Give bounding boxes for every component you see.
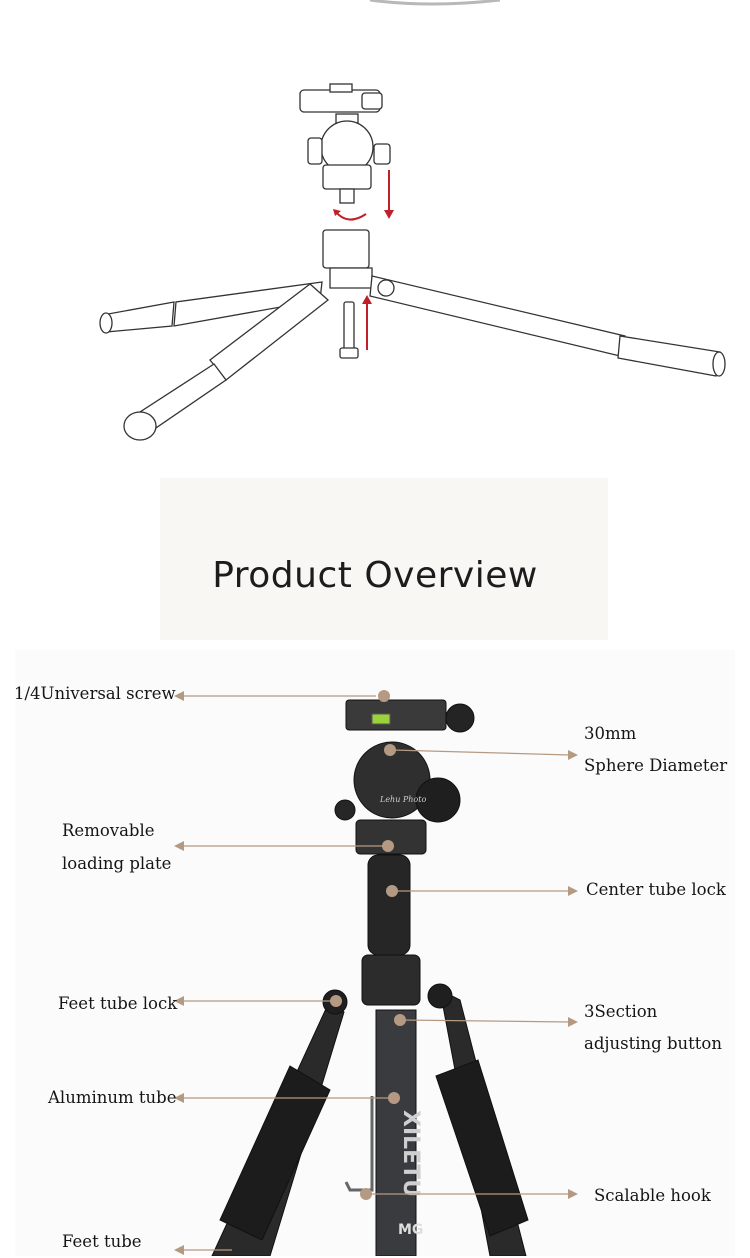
label-removable: Removable bbox=[62, 821, 155, 840]
label-sphere-diameter: Sphere Diameter bbox=[584, 756, 728, 775]
tripod-photo bbox=[211, 699, 529, 1256]
label-adjusting-button: adjusting button bbox=[584, 1034, 722, 1053]
label-feet-tube: Feet tube bbox=[62, 1232, 142, 1251]
rotate-arrow bbox=[335, 211, 367, 221]
head-brand-mark: Lehu Photo bbox=[379, 795, 426, 804]
label-3section: 3Section bbox=[584, 1002, 658, 1021]
tripod-legs-drawing bbox=[99, 229, 726, 441]
assembly-illustration bbox=[99, 0, 726, 441]
label-sphere-size: 30mm bbox=[584, 724, 637, 743]
label-universal-screw: 1/4Universal screw bbox=[14, 684, 176, 703]
label-aluminum-tube: Aluminum tube bbox=[48, 1088, 177, 1107]
label-center-tube-lock: Center tube lock bbox=[586, 880, 726, 899]
model-mark: MG bbox=[398, 1222, 423, 1238]
label-loading-plate: loading plate bbox=[62, 854, 172, 873]
tripod-brand-mark: XILETU bbox=[398, 1110, 423, 1197]
label-scalable-hook: Scalable hook bbox=[594, 1186, 711, 1205]
title-band bbox=[160, 478, 608, 640]
ball-head-drawing bbox=[299, 83, 391, 204]
section-title: Product Overview bbox=[212, 555, 538, 596]
label-feet-tube-lock: Feet tube lock bbox=[58, 994, 178, 1013]
